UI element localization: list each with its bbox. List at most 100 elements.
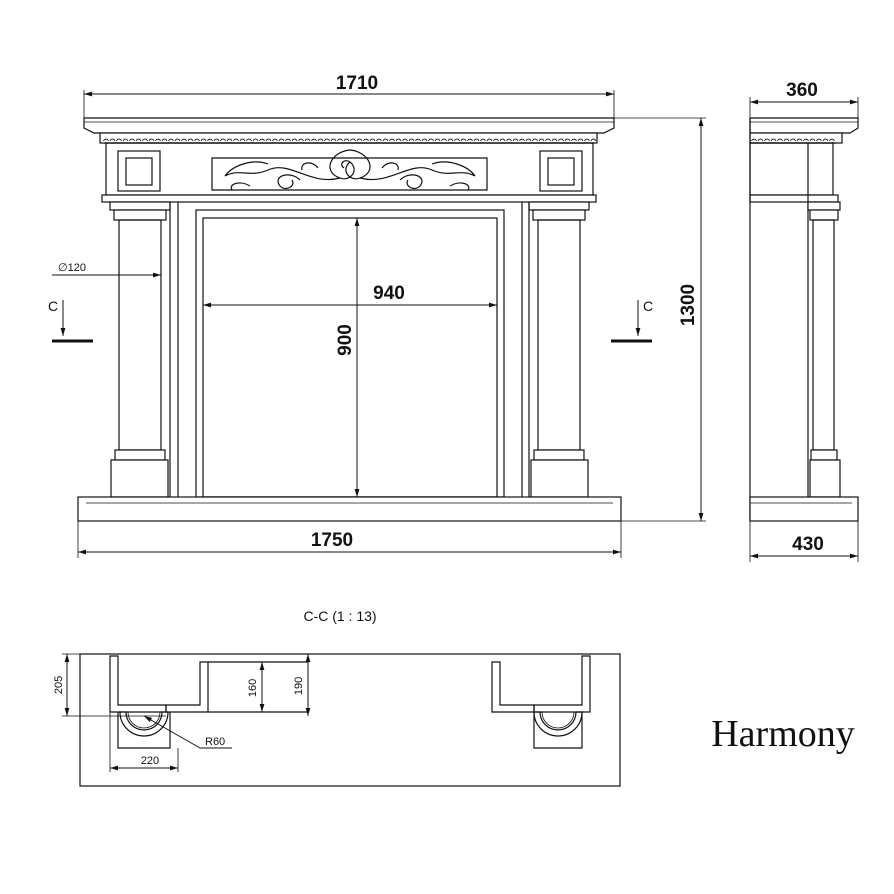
dentil bbox=[343, 138, 350, 142]
dentil bbox=[298, 138, 304, 142]
dentil bbox=[577, 138, 584, 142]
dentil bbox=[200, 138, 207, 142]
dentil bbox=[473, 138, 480, 142]
dim-opening-height: 900 bbox=[335, 324, 356, 356]
dimension-1300: 1300 bbox=[614, 117, 706, 522]
dimension-1710: 1710 bbox=[83, 73, 615, 118]
side-view bbox=[749, 117, 859, 522]
dentil bbox=[441, 138, 447, 142]
frieze bbox=[105, 142, 594, 196]
dentil bbox=[415, 138, 421, 142]
dentil bbox=[161, 138, 168, 142]
dentil bbox=[447, 138, 454, 142]
dentil bbox=[278, 138, 285, 142]
dentil bbox=[350, 138, 356, 142]
scroll-ornament bbox=[211, 149, 488, 191]
section-marker-left: C bbox=[48, 298, 93, 343]
right-column bbox=[528, 201, 590, 498]
dentil bbox=[571, 138, 577, 142]
dentil bbox=[330, 138, 337, 142]
dentil bbox=[480, 138, 486, 142]
dentil bbox=[389, 138, 395, 142]
section-label-right: C bbox=[643, 298, 653, 314]
dim-205: 205 bbox=[53, 676, 65, 694]
dentil bbox=[181, 138, 187, 142]
dentil bbox=[148, 138, 155, 142]
dentil bbox=[142, 138, 148, 142]
dentil bbox=[545, 138, 551, 142]
dentil bbox=[796, 138, 803, 142]
dentil bbox=[135, 138, 142, 142]
section-title: C-C (1 : 13) bbox=[303, 608, 376, 624]
dentil bbox=[803, 138, 809, 142]
dentil bbox=[239, 138, 246, 142]
dim-220: 220 bbox=[141, 755, 159, 767]
dentil bbox=[129, 138, 135, 142]
dentil bbox=[324, 138, 330, 142]
dentil bbox=[757, 138, 764, 142]
dentil bbox=[538, 138, 545, 142]
dim-column-diameter: ∅120 bbox=[58, 262, 86, 274]
dentil bbox=[467, 138, 473, 142]
dentil bbox=[764, 138, 770, 142]
dim-160: 160 bbox=[247, 679, 259, 697]
dentil bbox=[174, 138, 181, 142]
dentil bbox=[382, 138, 389, 142]
dentil bbox=[770, 138, 777, 142]
dentil-molding bbox=[103, 138, 597, 142]
dentil bbox=[194, 138, 200, 142]
dentil bbox=[265, 138, 272, 142]
dentil bbox=[822, 138, 829, 142]
dentil bbox=[558, 138, 564, 142]
dentil bbox=[584, 138, 590, 142]
dentil bbox=[291, 138, 298, 142]
dim-bottom-width: 1750 bbox=[311, 530, 353, 551]
dentil bbox=[460, 138, 467, 142]
dentil bbox=[829, 138, 835, 142]
dentil bbox=[493, 138, 499, 142]
side-dentil-molding bbox=[751, 138, 835, 142]
dentil bbox=[363, 138, 369, 142]
dim-190: 190 bbox=[293, 677, 305, 695]
dentil bbox=[777, 138, 783, 142]
dentil bbox=[751, 138, 757, 142]
dimension-900: 900 bbox=[335, 218, 360, 497]
dentil bbox=[506, 138, 512, 142]
dentil bbox=[376, 138, 382, 142]
dentil bbox=[486, 138, 493, 142]
dim-bottom-depth: 430 bbox=[792, 534, 824, 555]
dentil bbox=[356, 138, 363, 142]
section-marker-right: C bbox=[611, 298, 653, 343]
dim-opening-width: 940 bbox=[373, 283, 405, 304]
front-view bbox=[77, 117, 622, 522]
dimension-360: 360 bbox=[749, 80, 859, 118]
dentil bbox=[116, 138, 122, 142]
dentil bbox=[252, 138, 259, 142]
dentil bbox=[408, 138, 415, 142]
dimension-940: 940 bbox=[203, 283, 497, 308]
product-name: Harmony bbox=[711, 713, 855, 755]
section-label-left: C bbox=[48, 298, 58, 314]
dentil bbox=[103, 138, 109, 142]
dentil bbox=[434, 138, 441, 142]
dentil bbox=[369, 138, 376, 142]
section-view: 205 160 190 220 R60 bbox=[53, 653, 621, 787]
dim-top-depth: 360 bbox=[786, 80, 818, 101]
dentil bbox=[155, 138, 161, 142]
dentil bbox=[304, 138, 311, 142]
hearth bbox=[77, 496, 622, 522]
dentil bbox=[122, 138, 129, 142]
dentil bbox=[402, 138, 408, 142]
dentil bbox=[246, 138, 252, 142]
dentil bbox=[783, 138, 790, 142]
dentil bbox=[519, 138, 525, 142]
dentil bbox=[790, 138, 796, 142]
dimension-diameter: ∅120 bbox=[52, 262, 161, 282]
dentil bbox=[317, 138, 324, 142]
dentil bbox=[532, 138, 538, 142]
dentil bbox=[233, 138, 239, 142]
right-column-section bbox=[533, 711, 583, 749]
dentil bbox=[454, 138, 460, 142]
dim-height: 1300 bbox=[678, 284, 699, 326]
